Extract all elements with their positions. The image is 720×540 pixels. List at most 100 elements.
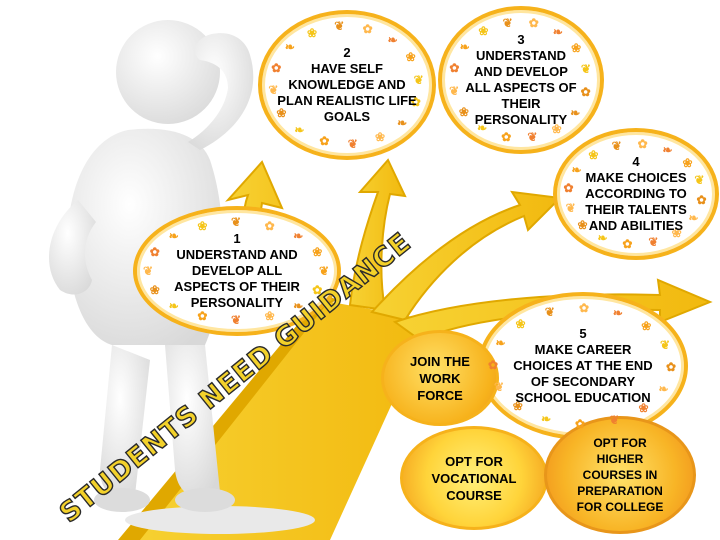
autumn-leaf-icon: ❧ <box>688 211 699 226</box>
step-bubble-2: 2 HAVE SELF KNOWLEDGE AND PLAN REALISTIC… <box>258 10 436 160</box>
autumn-leaf-icon: ✿ <box>665 360 677 375</box>
option-college: OPT FOR HIGHER COURSES IN PREPARATION FO… <box>544 416 696 534</box>
autumn-leaf-icon: ❀ <box>306 25 317 40</box>
autumn-leaf-icon: ❦ <box>231 313 242 327</box>
autumn-leaf-icon: ❧ <box>168 298 179 313</box>
autumn-leaf-icon: ✿ <box>580 84 591 99</box>
autumn-leaf-icon: ❧ <box>597 230 608 245</box>
autumn-leaf-icon: ❧ <box>612 305 623 320</box>
autumn-leaf-icon: ❀ <box>375 130 386 145</box>
step-bubble-3: 3 UNDERSTAND AND DEVELOP ALL ASPECTS OF … <box>438 6 604 154</box>
autumn-leaf-icon: ❦ <box>648 235 659 250</box>
autumn-leaf-icon: ❀ <box>149 282 160 297</box>
autumn-leaf-icon: ❀ <box>577 218 588 233</box>
step-bubble-1: 1 UNDERSTAND AND DEVELOP ALL ASPECTS OF … <box>133 206 341 336</box>
autumn-leaf-icon: ❦ <box>231 215 242 229</box>
step-bubble-5: 5 MAKE CAREER CHOICES AT THE END OF SECO… <box>478 292 688 440</box>
step-5-number: 5 <box>579 326 587 341</box>
autumn-leaf-icon: ❧ <box>477 120 488 135</box>
step-2-text: HAVE SELF KNOWLEDGE AND PLAN REALISTIC L… <box>277 61 417 124</box>
autumn-leaf-icon: ✿ <box>410 95 421 110</box>
autumn-leaf-icon: ❀ <box>671 226 682 241</box>
autumn-leaf-icon: ❦ <box>334 19 345 34</box>
autumn-leaf-icon: ✿ <box>264 218 275 233</box>
autumn-leaf-icon: ✿ <box>319 134 330 149</box>
autumn-leaf-icon: ✿ <box>501 129 512 144</box>
step-1-text: UNDERSTAND AND DEVELOP ALL ASPECTS OF TH… <box>174 247 300 310</box>
option-work-force-text: JOIN THE WORK FORCE <box>410 353 470 403</box>
autumn-leaf-icon: ❀ <box>571 41 582 56</box>
autumn-leaf-icon: ❦ <box>347 136 358 151</box>
autumn-leaf-icon: ❦ <box>659 337 670 352</box>
autumn-leaf-icon: ❧ <box>387 32 398 47</box>
autumn-leaf-icon: ✿ <box>488 357 499 372</box>
autumn-leaf-icon: ❧ <box>293 229 304 244</box>
autumn-leaf-icon: ✿ <box>528 16 539 31</box>
autumn-leaf-icon: ❦ <box>694 173 705 188</box>
autumn-leaf-icon: ❀ <box>405 50 416 65</box>
autumn-leaf-icon: ❀ <box>551 121 562 136</box>
arrow-branch-up <box>348 158 407 312</box>
autumn-leaf-icon: ❀ <box>264 309 275 324</box>
step-bubble-4: 4 MAKE CHOICES ACCORDING TO THEIR TALENT… <box>553 128 719 260</box>
autumn-leaf-icon: ❦ <box>544 304 555 319</box>
autumn-leaf-icon: ❀ <box>515 317 526 332</box>
autumn-leaf-icon: ❀ <box>682 155 693 170</box>
autumn-leaf-icon: ❦ <box>449 83 460 98</box>
autumn-leaf-icon: ✿ <box>563 181 574 196</box>
autumn-leaf-icon: ❦ <box>319 264 330 278</box>
autumn-leaf-icon: ❦ <box>527 130 538 144</box>
autumn-leaf-icon: ❀ <box>276 105 287 120</box>
autumn-leaf-icon: ❧ <box>495 335 506 350</box>
step-5-text: MAKE CAREER CHOICES AT THE END OF SECOND… <box>513 342 653 405</box>
option-vocational: OPT FOR VOCATIONAL COURSE <box>400 426 548 530</box>
autumn-leaf-icon: ❀ <box>588 147 599 162</box>
autumn-leaf-icon: ❧ <box>294 123 305 138</box>
autumn-leaf-icon: ✿ <box>578 301 589 315</box>
step-4-text: MAKE CHOICES ACCORDING TO THEIR TALENTS … <box>585 170 687 233</box>
autumn-leaf-icon: ✿ <box>362 21 373 36</box>
autumn-leaf-icon: ❦ <box>565 200 576 215</box>
road-edge <box>118 300 330 540</box>
autumn-leaf-icon: ❀ <box>512 399 523 414</box>
autumn-leaf-icon: ❧ <box>570 105 581 120</box>
autumn-leaf-icon: ❦ <box>611 138 622 153</box>
autumn-leaf-icon: ❀ <box>197 218 208 233</box>
autumn-leaf-icon: ✿ <box>696 192 707 207</box>
autumn-leaf-icon: ❦ <box>609 413 620 428</box>
step-3-text: UNDERSTAND AND DEVELOP ALL ASPECTS OF TH… <box>465 48 577 127</box>
autumn-leaf-icon: ✿ <box>575 416 586 431</box>
autumn-leaf-icon: ❀ <box>312 245 323 260</box>
autumn-leaf-icon: ❧ <box>168 229 179 244</box>
autumn-leaf-icon: ✿ <box>622 236 633 251</box>
autumn-leaf-icon: ✿ <box>449 61 460 76</box>
option-vocational-text: OPT FOR VOCATIONAL COURSE <box>431 453 517 503</box>
step-2-number: 2 <box>343 45 351 60</box>
autumn-leaf-icon: ❧ <box>658 382 669 397</box>
option-college-text: OPT FOR HIGHER COURSES IN PREPARATION FO… <box>576 436 664 514</box>
autumn-leaf-icon: ❧ <box>293 298 304 313</box>
autumn-leaf-icon: ❦ <box>268 83 279 98</box>
autumn-leaf-icon: ✿ <box>197 309 208 324</box>
autumn-leaf-icon: ❧ <box>459 40 470 55</box>
autumn-leaf-icon: ✿ <box>271 60 282 75</box>
autumn-leaf-icon: ❦ <box>580 62 591 77</box>
autumn-leaf-icon: ❧ <box>552 25 563 40</box>
autumn-leaf-icon: ❦ <box>494 380 505 395</box>
autumn-leaf-icon: ❀ <box>641 318 652 333</box>
autumn-leaf-icon: ❧ <box>284 40 295 55</box>
step-4-number: 4 <box>632 154 640 169</box>
autumn-leaf-icon: ❧ <box>662 143 673 158</box>
option-work-force: JOIN THE WORK FORCE <box>381 330 499 426</box>
autumn-leaf-icon: ❀ <box>478 24 489 39</box>
autumn-leaf-icon: ✿ <box>149 245 160 260</box>
autumn-leaf-icon: ❧ <box>571 162 582 177</box>
autumn-leaf-icon: ❦ <box>143 264 154 278</box>
autumn-leaf-icon: ✿ <box>637 137 648 152</box>
autumn-leaf-icon: ❦ <box>413 72 424 87</box>
autumn-leaf-icon: ❀ <box>638 400 649 415</box>
autumn-leaf-icon: ❀ <box>458 104 469 119</box>
autumn-leaf-icon: ❧ <box>397 115 408 130</box>
autumn-leaf-icon: ❧ <box>541 412 552 427</box>
